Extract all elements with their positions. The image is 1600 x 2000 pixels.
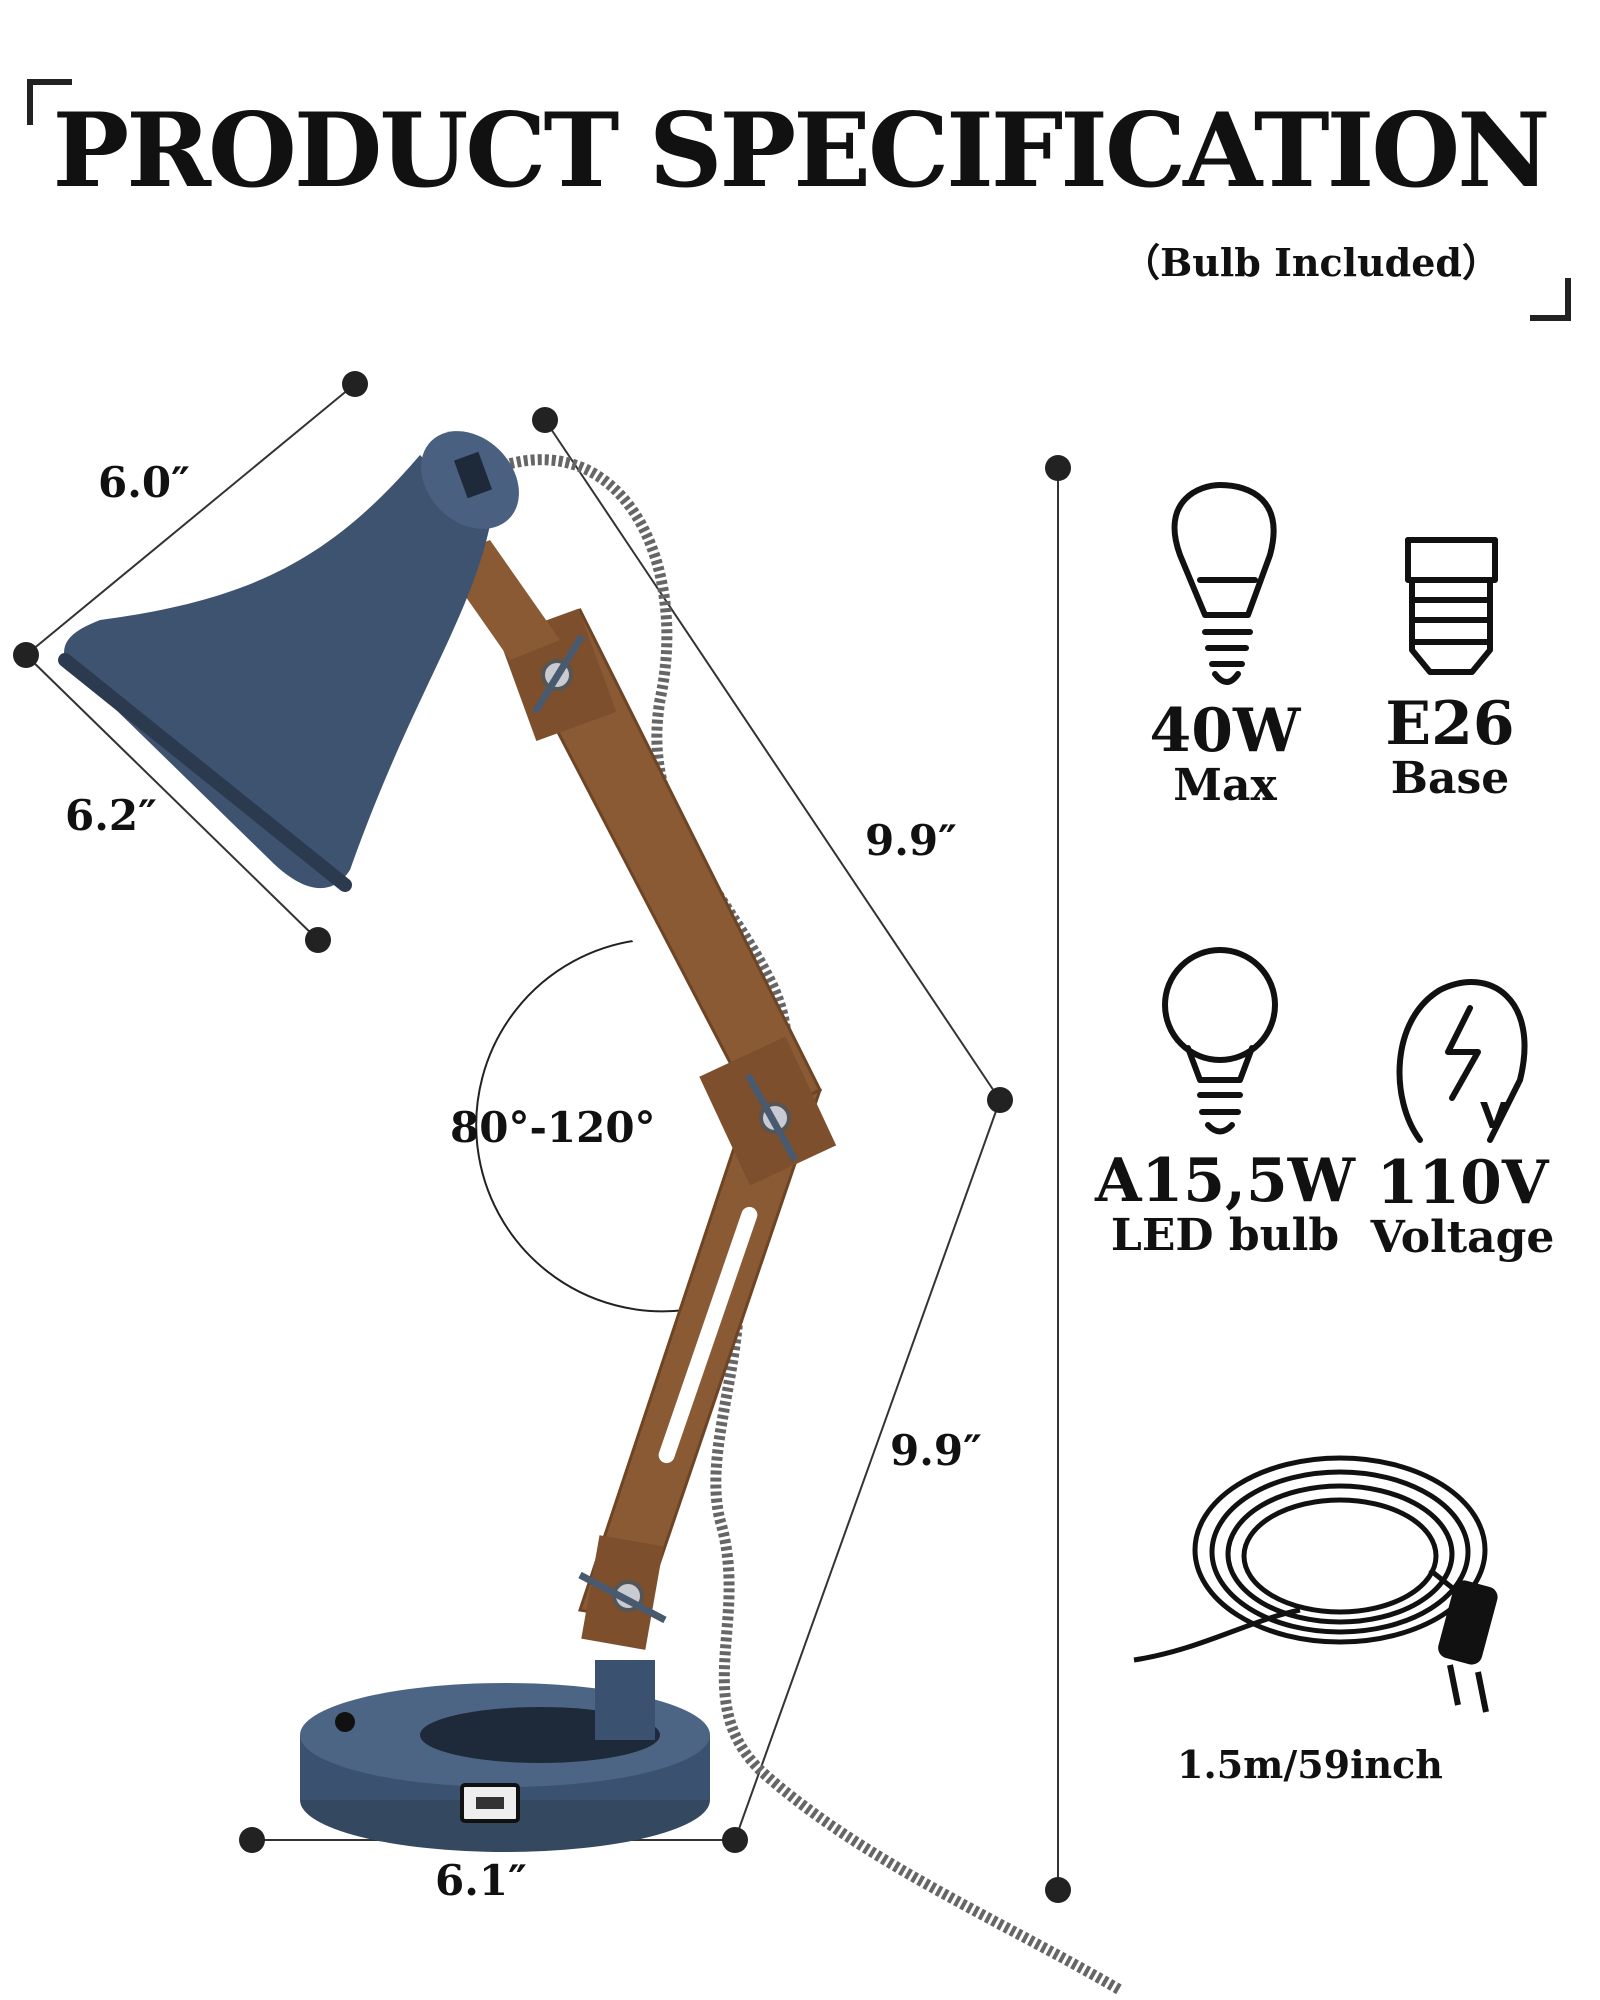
lamp-illustration (58, 431, 1123, 1995)
page-title: PRODUCT SPECIFICATION (52, 91, 1551, 211)
lower-arm-label: 9.9″ (890, 1426, 982, 1475)
spec-value: A15,5W (1095, 1146, 1356, 1216)
power-switch (335, 1712, 355, 1732)
base-diameter-label: 6.1″ (435, 1856, 527, 1905)
spec-base: E26 Base (1350, 693, 1550, 802)
upper-arm-label: 9.9″ (865, 816, 957, 865)
spec-label: Voltage (1370, 1212, 1555, 1263)
power-cord-icon (1133, 1455, 1498, 1713)
dimension-endpoints (13, 371, 1071, 1903)
page-subtitle: （Bulb Included） (1122, 240, 1500, 285)
socket-base-icon (1405, 537, 1498, 675)
spec-value: 110V (1376, 1148, 1549, 1218)
angle-arc (475, 939, 686, 1313)
bulb-icon (1171, 482, 1277, 685)
angle-range-label: 80°-120° (450, 1103, 656, 1152)
led-bulb-icon (1162, 947, 1278, 1135)
shade-depth-label: 6.0″ (98, 458, 190, 507)
spec-wattage: 40W Max (1120, 700, 1330, 809)
dimension-labels: 6.0″ 6.2″ 9.9″ 9.9″ 6.1″ 80°-120° (65, 458, 982, 1905)
spec-label: LED bulb (1110, 1210, 1340, 1261)
spec-value: 40W (1149, 696, 1301, 766)
lamp-shade (64, 455, 490, 889)
voltage-v-glyph: V (1480, 1096, 1508, 1137)
cord-length-label: 1.5m/59inch (1177, 1742, 1443, 1787)
spec-label: Base (1390, 753, 1510, 804)
voltage-icon (1396, 979, 1528, 1143)
shade-diameter-label: 6.2″ (65, 791, 157, 840)
spec-label: Max (1173, 760, 1277, 811)
spec-led-bulb: A15,5W LED bulb (1095, 1150, 1355, 1259)
spec-voltage: 110V Voltage (1360, 1152, 1565, 1261)
corner-bracket-bottom-right (1530, 278, 1571, 321)
spec-value: E26 (1385, 689, 1515, 759)
corner-bracket-top-left (27, 79, 72, 125)
